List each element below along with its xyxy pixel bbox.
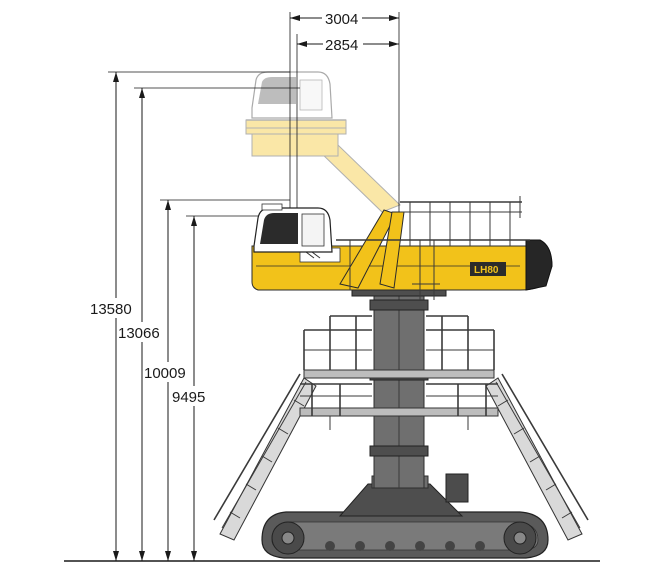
dim-13066: 13066 xyxy=(118,325,160,342)
raised-cab-door-panel xyxy=(299,79,323,111)
crawler-undercarriage xyxy=(261,473,549,559)
upper-carriage: LH80 xyxy=(251,196,553,300)
ballast-box xyxy=(445,473,469,503)
model-badge: LH80 xyxy=(474,265,499,276)
raised-cab-body xyxy=(251,71,333,119)
counterweight xyxy=(525,239,553,291)
height-dimensions: 13580 13066 10009 9495 xyxy=(90,71,300,561)
raised-cab-platform xyxy=(245,119,347,135)
access-stairs xyxy=(213,373,589,541)
lowered-cab xyxy=(253,203,333,253)
dim-9495: 9495 xyxy=(172,389,205,406)
raised-cab-base xyxy=(251,133,339,157)
dim-3004: 3004 xyxy=(325,11,358,28)
lowered-cab-window xyxy=(260,213,298,244)
raised-cab-window xyxy=(258,77,296,104)
cab-riser-arm xyxy=(317,144,401,213)
model-badge-plate xyxy=(470,262,506,276)
tower xyxy=(369,291,429,489)
dim-10009: 10009 xyxy=(144,365,186,382)
lowered-cab-door xyxy=(301,213,325,247)
dim-13580: 13580 xyxy=(90,301,132,318)
raised-cab-ghost xyxy=(245,71,401,213)
width-dimensions: 3004 2854 xyxy=(289,8,400,300)
tower-platforms xyxy=(299,315,499,430)
dim-2854: 2854 xyxy=(325,37,358,54)
car-body xyxy=(338,483,464,517)
